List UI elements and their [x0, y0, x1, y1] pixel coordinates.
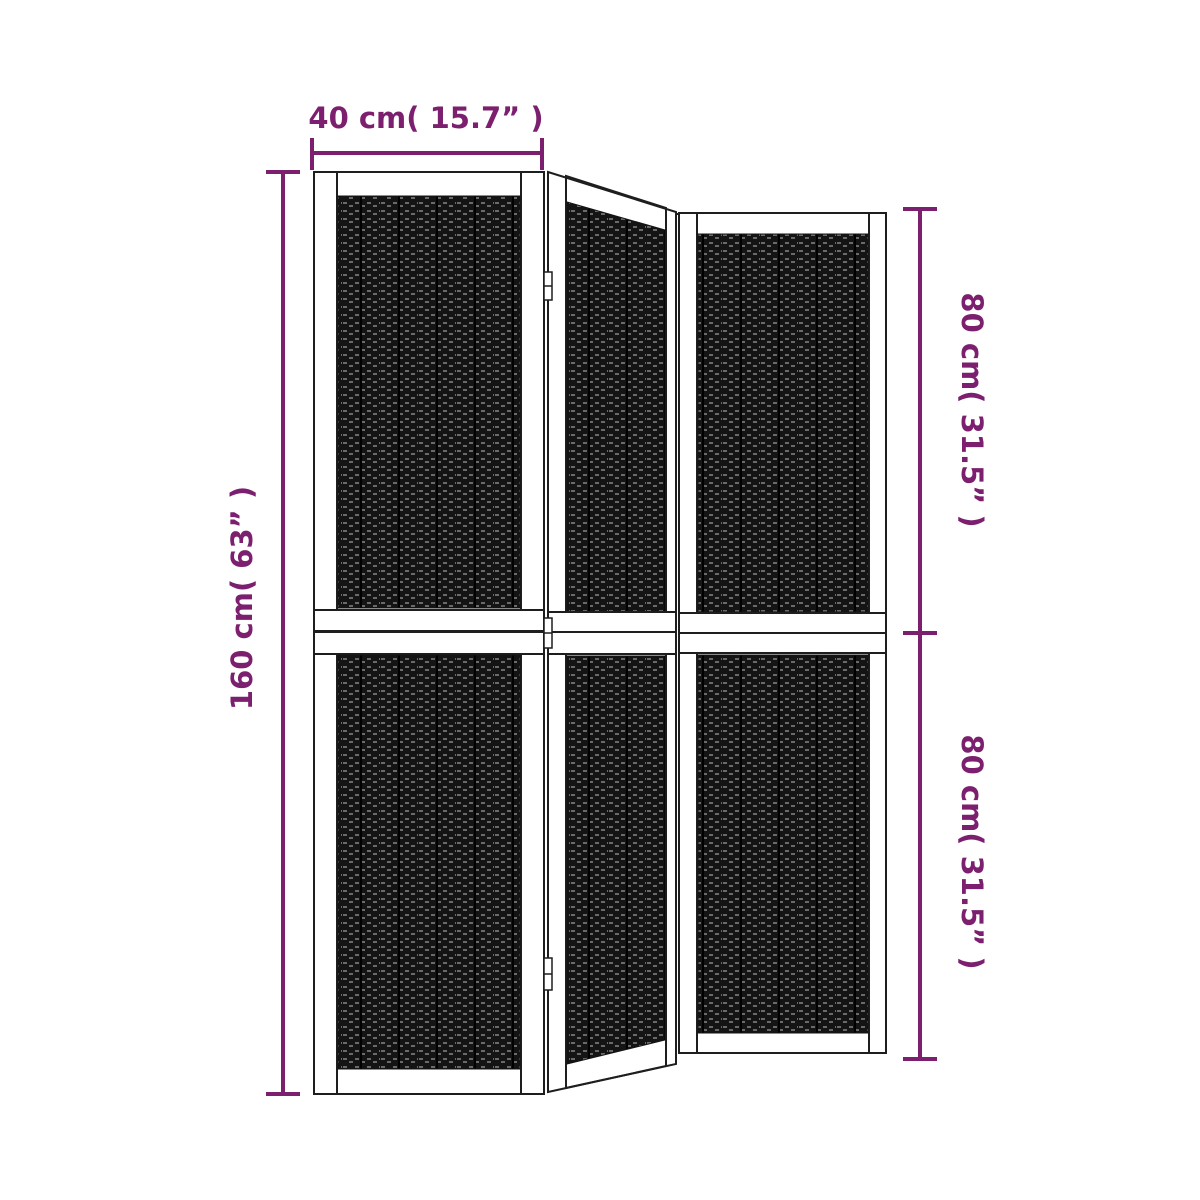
section-height-dimension: 80 cm( 31.5” ) 80 cm( 31.5” ): [903, 207, 989, 1061]
panel-right: [676, 212, 887, 1054]
height-dimension: 160 cm( 63” ): [225, 170, 300, 1096]
width-label: 40 cm( 15.7” ): [308, 101, 543, 135]
panel-middle-upper-weave: [566, 201, 666, 613]
hinge-bottom-icon: [543, 957, 553, 991]
panel-left-upper-weave: [337, 195, 521, 609]
panel-middle-lower-weave: [566, 655, 666, 1065]
hinge-top-icon: [543, 271, 553, 301]
panel-right-lower-weave: [697, 654, 869, 1034]
lower-section-label: 80 cm( 31.5” ): [955, 734, 989, 969]
upper-section-label: 80 cm( 31.5” ): [955, 292, 989, 527]
panel-middle: [543, 170, 677, 1094]
width-dimension: 40 cm( 15.7” ): [308, 101, 544, 170]
panel-left-lower-weave: [337, 654, 521, 1070]
hinge-middle-icon: [543, 617, 553, 649]
height-label: 160 cm( 63” ): [225, 486, 259, 710]
panel-left: [313, 171, 545, 1095]
panel-right-upper-weave: [697, 233, 869, 613]
